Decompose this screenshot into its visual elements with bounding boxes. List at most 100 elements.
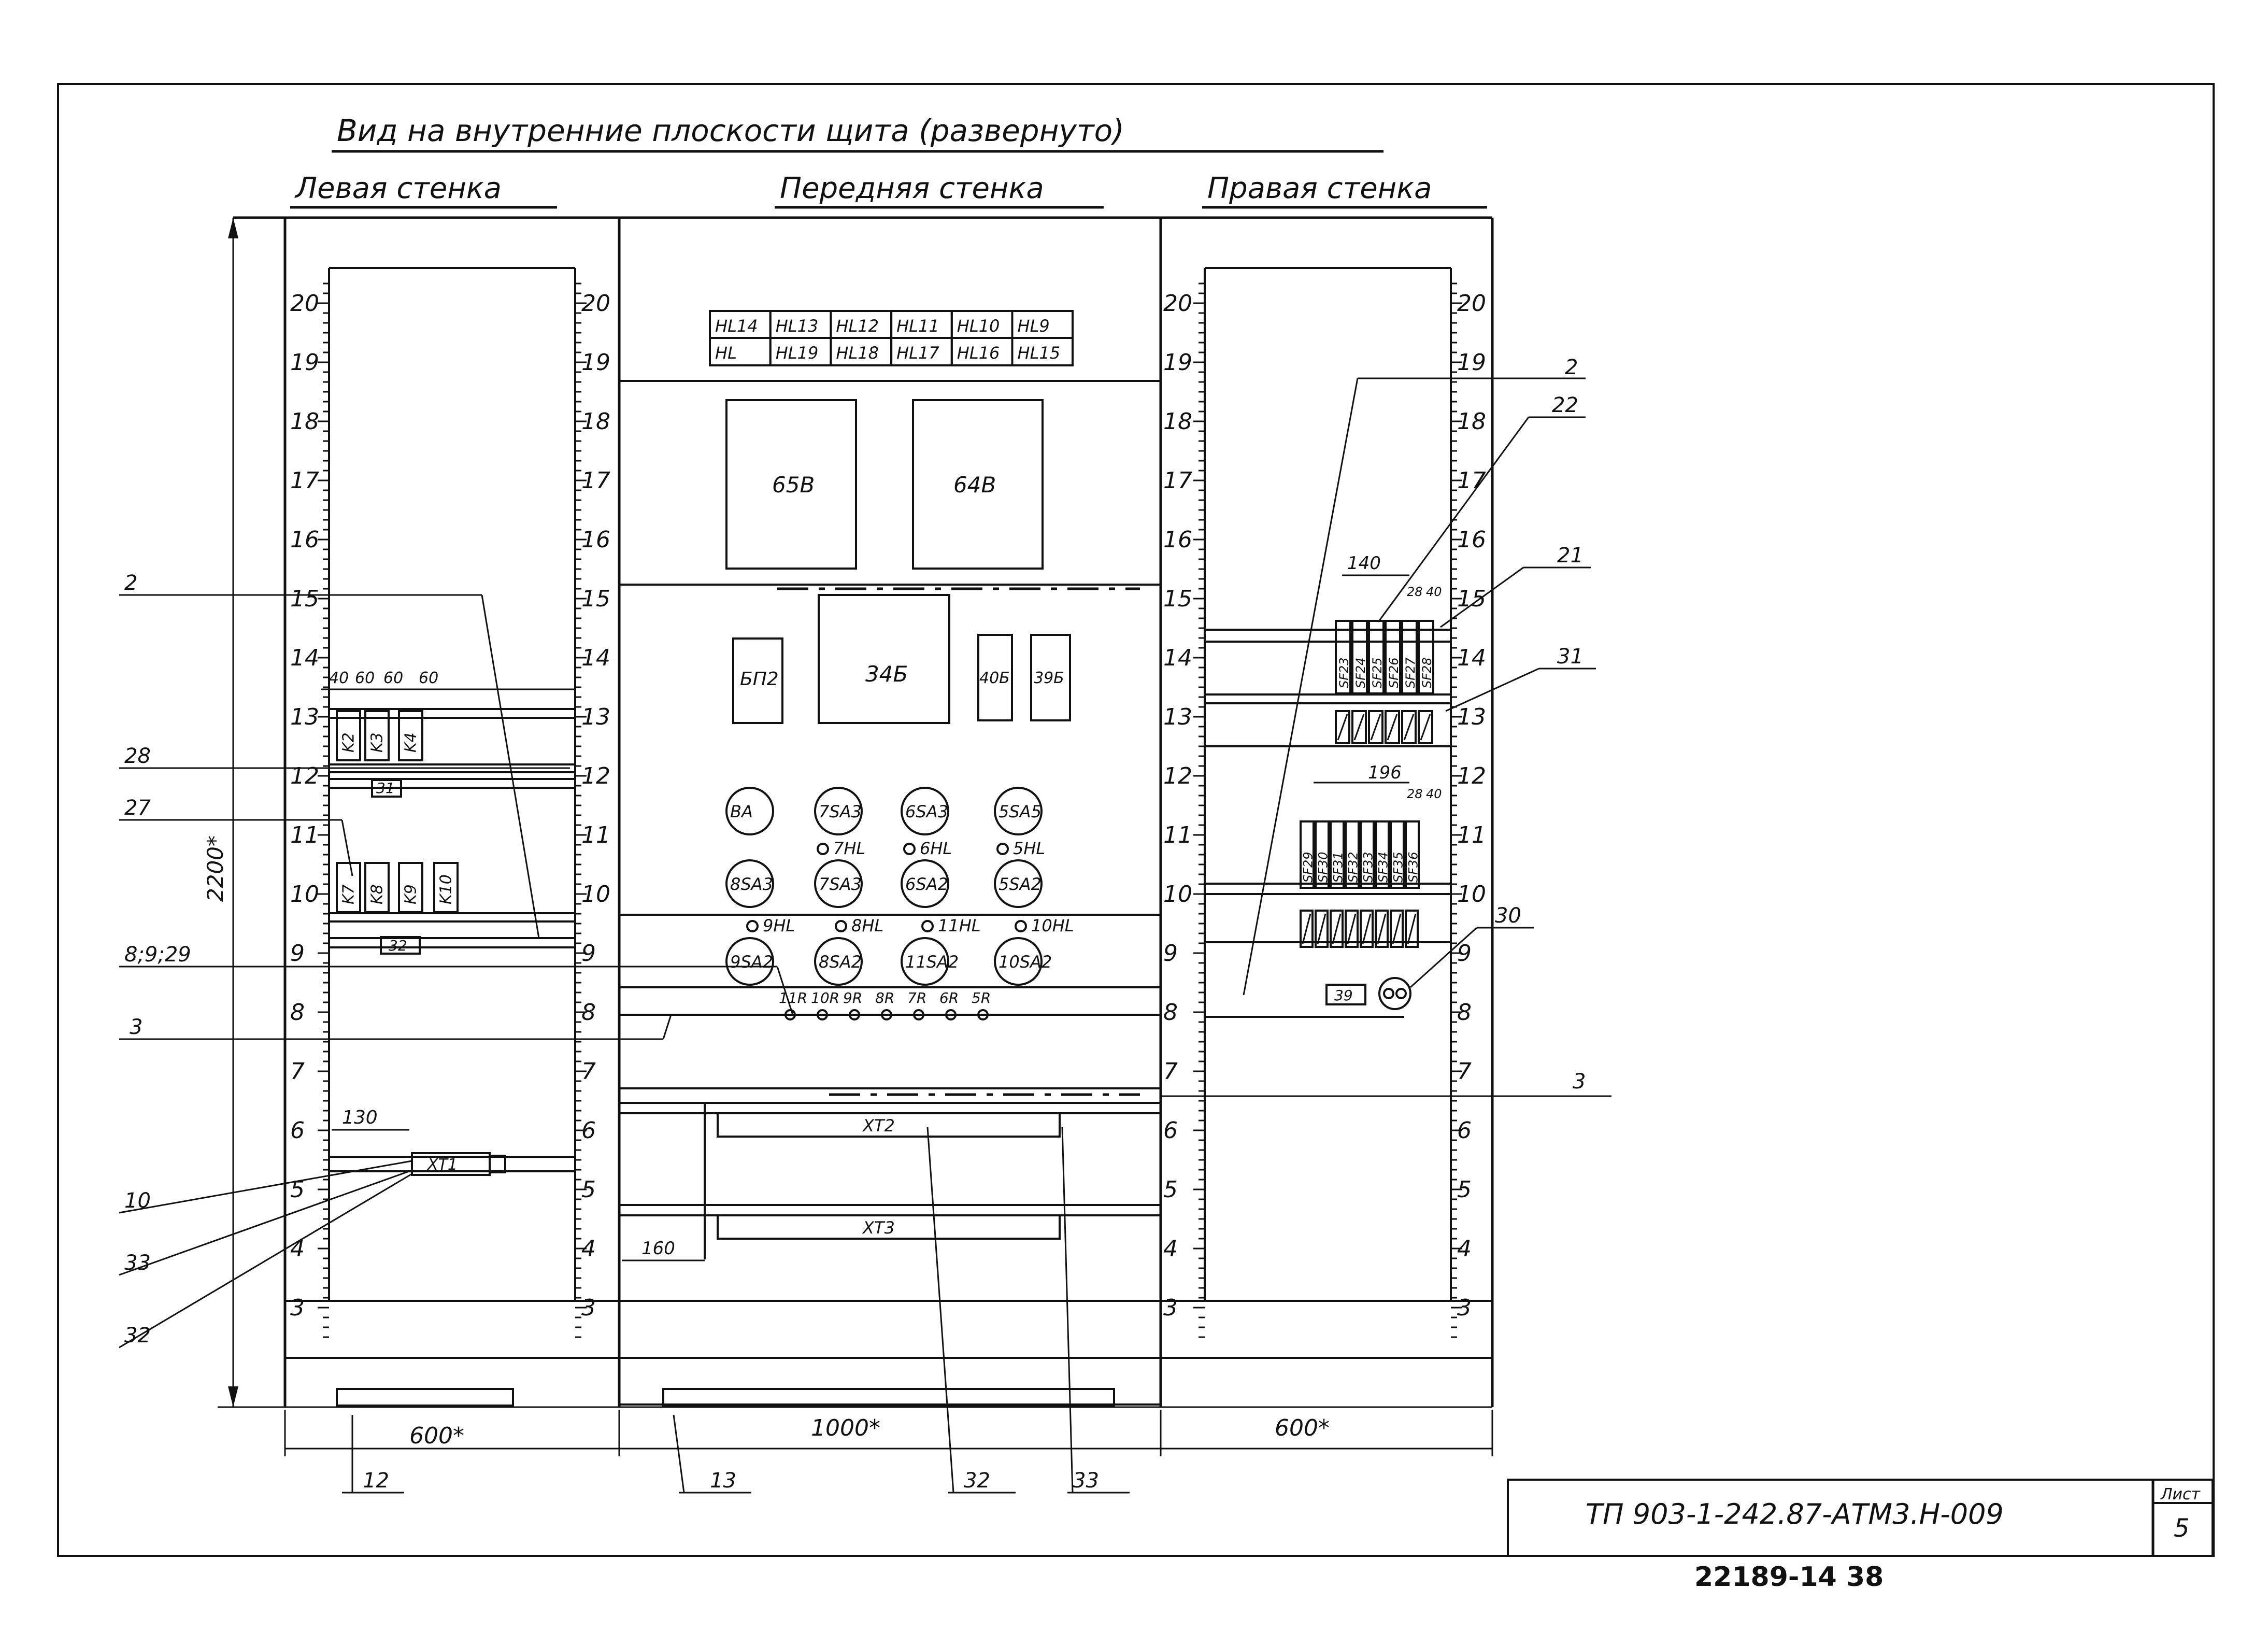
- device-bp2: БП2: [740, 669, 779, 690]
- terminal-block-hatch: [1362, 913, 1372, 944]
- lamp-table-cell: HL15: [1018, 343, 1061, 363]
- switch-circle: [814, 937, 863, 986]
- resistor-marker: [817, 1009, 828, 1020]
- switch-circle: [901, 937, 949, 986]
- terminal-block: [1330, 910, 1344, 948]
- switch-label: 6SA2: [905, 874, 948, 894]
- right-dim-196: 196: [1368, 762, 1402, 783]
- callout-left-27: 27: [124, 796, 151, 820]
- switch-circle: [994, 787, 1043, 835]
- lamp-table-cell: HL18: [836, 343, 879, 363]
- rail-number: 10: [290, 881, 319, 907]
- relay-label: K7: [340, 884, 358, 904]
- callout-leaders: [119, 377, 1611, 1494]
- left-block-32: 32: [389, 937, 407, 954]
- breaker-label: SF29: [1301, 852, 1316, 883]
- terminal-block: [1335, 710, 1350, 744]
- breaker-label: SF27: [1403, 657, 1418, 688]
- rail-number: 19: [1163, 349, 1192, 376]
- right-dim-28a: 28: [1407, 585, 1423, 599]
- sheet-number: 5: [2174, 1514, 2190, 1543]
- right-dim-28b: 28: [1407, 787, 1423, 801]
- rail-number: 7: [1163, 1058, 1178, 1085]
- callout-left-10: 10: [124, 1189, 151, 1213]
- left-block-31: 31: [376, 779, 395, 797]
- breaker-box: [1330, 820, 1345, 889]
- breaker-label: SF35: [1391, 852, 1406, 883]
- lamp-table-cell: HL14: [715, 316, 758, 336]
- lamp-marker: [1015, 920, 1027, 932]
- lamp-label: 7HL: [833, 839, 865, 858]
- switch-circle: [994, 859, 1043, 908]
- terminal-block: [1360, 910, 1374, 948]
- callout-right-22: 22: [1552, 393, 1578, 417]
- lamp-marker: [921, 920, 934, 932]
- breaker-label: SF31: [1331, 852, 1346, 883]
- rail-number: 17: [1163, 467, 1192, 494]
- lamp-table-cell: HL9: [1018, 316, 1050, 336]
- right-blocks-row-12: [1335, 710, 1433, 744]
- rail-number: 6: [1163, 1117, 1178, 1144]
- resistor-marker: [945, 1009, 957, 1020]
- device-39b: 39Б: [1034, 669, 1064, 687]
- rail-number: 13: [290, 704, 319, 730]
- relay-label: K3: [368, 732, 387, 753]
- rail-number: 8: [290, 999, 305, 1026]
- resistor-marker: [977, 1009, 989, 1020]
- resistor-label: 10R: [811, 989, 839, 1006]
- terminal-block: [1351, 710, 1367, 744]
- breaker-box: [1315, 820, 1330, 889]
- switch-label: 7SA3: [819, 874, 862, 894]
- resistor-label: 5R: [972, 989, 991, 1006]
- callout-left-3: 3: [130, 1015, 142, 1039]
- device-34b: 34Б: [865, 661, 908, 687]
- device-64v: 64В: [953, 472, 996, 498]
- resistor-label: 6R: [939, 989, 959, 1006]
- lamp-table-cell: HL11: [896, 316, 939, 336]
- terminal-block-hatch: [1387, 714, 1398, 741]
- rail-number: 9: [1163, 940, 1178, 967]
- relay-box: [336, 710, 361, 761]
- device-65v: 65В: [772, 472, 815, 498]
- callout-left-28: 28: [124, 744, 151, 768]
- terminal-block: [1401, 710, 1417, 744]
- lamp-marker: [903, 843, 916, 855]
- lamp-table-cell: HL13: [776, 316, 819, 336]
- right-wall-title: Правая стенка: [1207, 172, 1432, 205]
- lamp-label: 10HL: [1031, 916, 1074, 935]
- rail-number: 3: [1163, 1295, 1178, 1321]
- rail-number: 6: [290, 1117, 305, 1144]
- callout-bottom-33: 33: [1073, 1469, 1099, 1493]
- resistor-label: 9R: [843, 989, 862, 1006]
- lamp-label: 8HL: [851, 916, 883, 935]
- dim-left-600: 600*: [409, 1423, 464, 1449]
- terminal-block: [1315, 910, 1329, 948]
- rail-number: 16: [290, 527, 319, 553]
- callout-bottom-32: 32: [964, 1469, 990, 1493]
- front-wall: [619, 218, 1162, 1407]
- front-dim-160: 160: [641, 1238, 675, 1259]
- resistor-marker: [881, 1009, 892, 1020]
- rail-number: 10: [1163, 881, 1192, 907]
- lamp-marker: [996, 843, 1009, 855]
- rail-number: 15: [1163, 586, 1192, 612]
- rail-number: 9: [290, 940, 305, 967]
- switch-label: ВА: [730, 802, 753, 821]
- drawing-frame: [57, 83, 2215, 1557]
- lamp-table-cell: HL: [715, 343, 737, 363]
- switch-label: 9SA2: [730, 952, 773, 972]
- rail-number: 19: [290, 349, 319, 376]
- rail-number: 12: [290, 763, 319, 789]
- callout-right-21: 21: [1557, 544, 1584, 568]
- terminal-block-hatch: [1403, 714, 1415, 741]
- rail-number: 13: [1163, 704, 1192, 730]
- lamp-table-cell: HL16: [957, 343, 1000, 363]
- left-dim-60c: 60: [419, 669, 438, 687]
- lamp-table-cell: HL17: [896, 343, 939, 363]
- terminal-block-hatch: [1370, 714, 1381, 741]
